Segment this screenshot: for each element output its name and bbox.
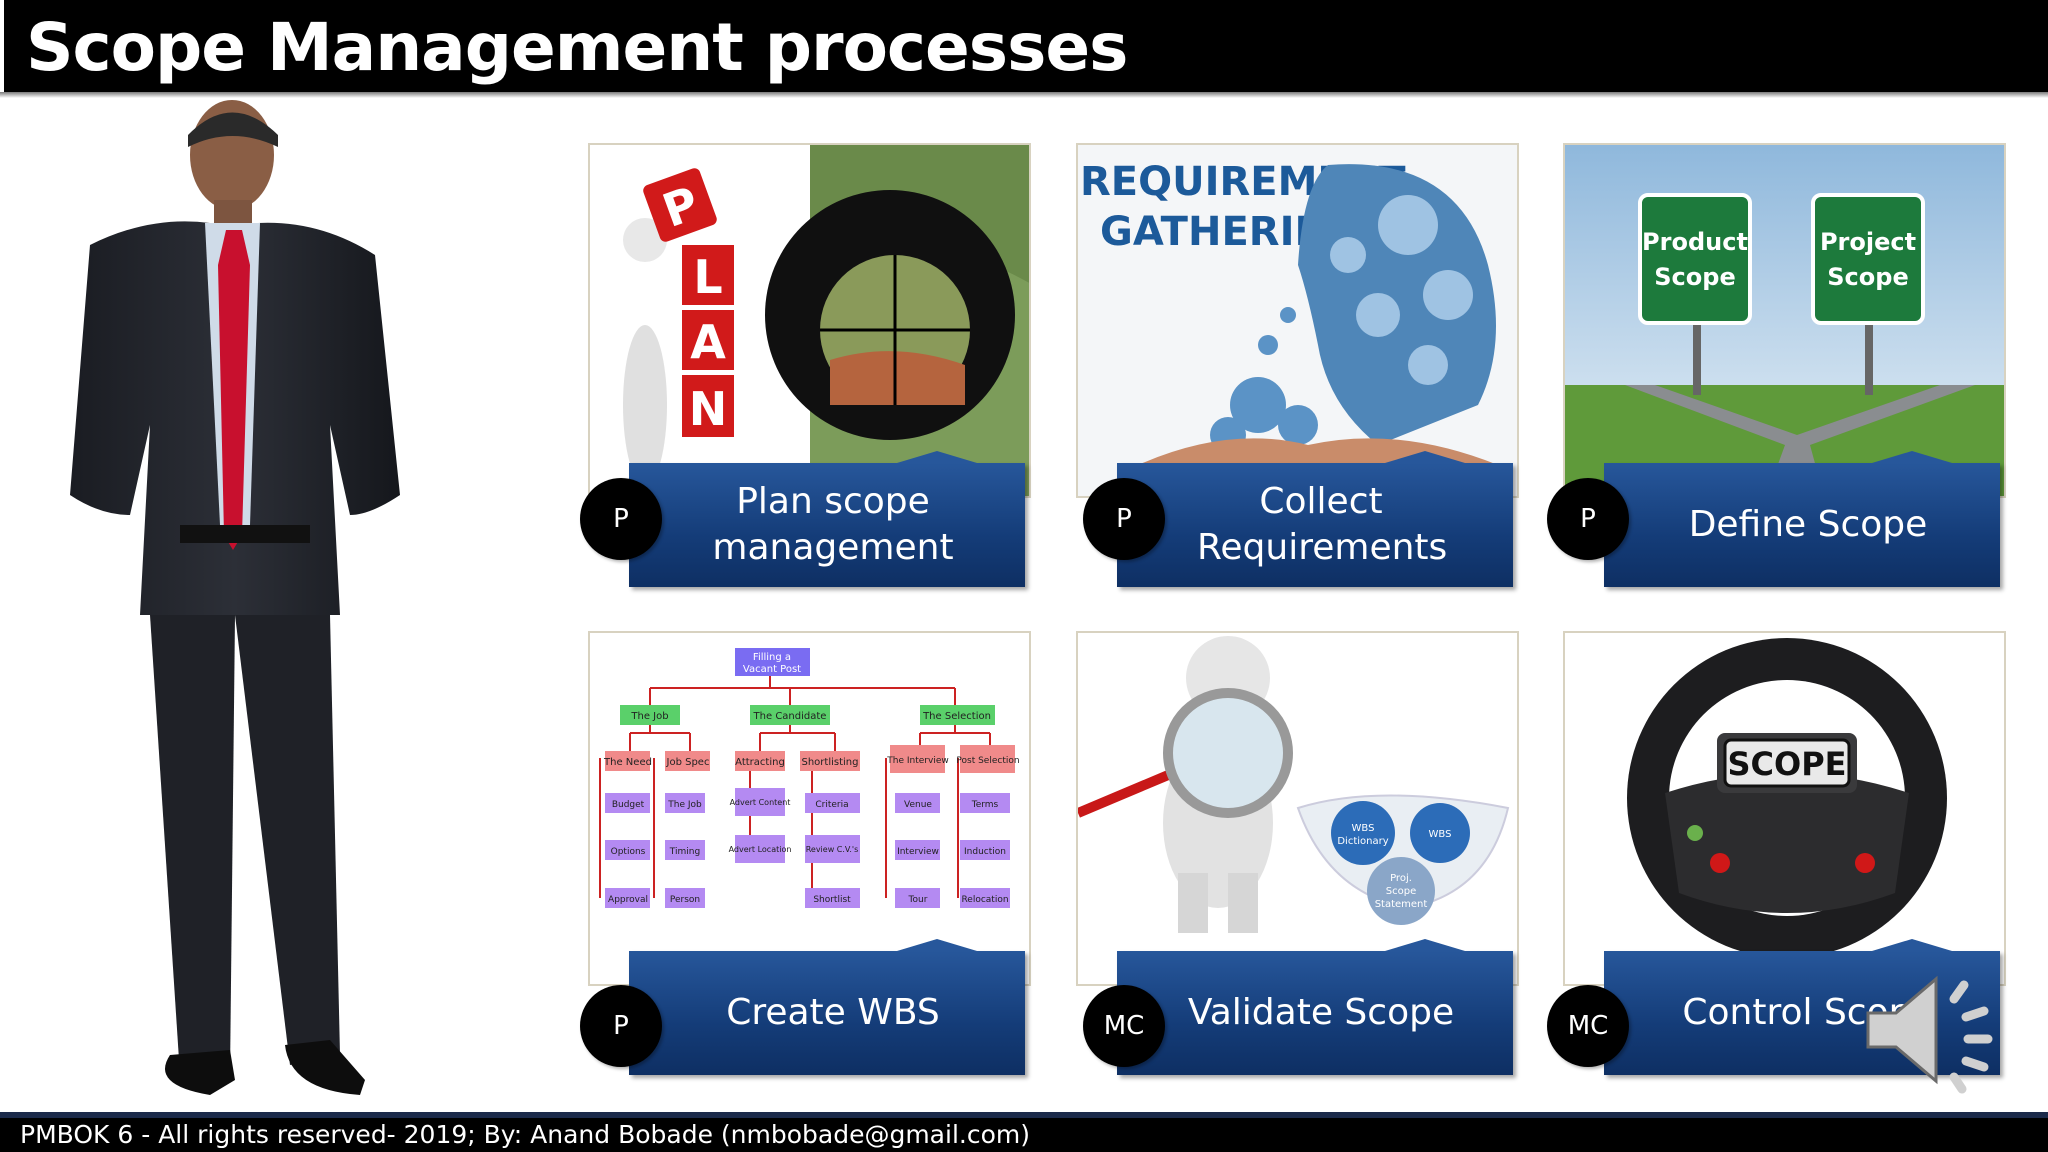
title-divider [0, 92, 2048, 98]
speaker-icon[interactable] [1858, 965, 1998, 1095]
wbs-l4-9: Advert Location [729, 845, 792, 854]
collect-requirements-label-box[interactable]: Collect Requirements [1117, 451, 1513, 587]
project-scope-line1: Project [1820, 228, 1916, 256]
wbs-l4-16: Tour [908, 895, 928, 905]
create-wbs-image: Filling a Vacant Post The Job The Candid… [588, 631, 1031, 986]
validate-bubble3-line2: Scope [1386, 886, 1416, 897]
wbs-l3-1: The Need [603, 757, 652, 768]
plan-scope-label: Plan scope management [712, 481, 954, 568]
wbs-l4-4: Criteria [815, 800, 848, 810]
control-scope-badge: MC [1547, 985, 1629, 1067]
define-scope-label-box[interactable]: Define Scope [1604, 451, 2000, 587]
validate-bubble3-line3: Statement [1375, 899, 1428, 910]
footer-bar: PMBOK 6 - All rights reserved- 2019; By:… [0, 1118, 2048, 1152]
collect-requirements-label: Collect Requirements [1197, 481, 1448, 568]
wbs-l2-1: The Job [630, 711, 668, 722]
wbs-l2-3: The Selection [922, 711, 991, 722]
plan-letter-l: L [693, 250, 722, 304]
wbs-l4-11: Interview [897, 847, 939, 857]
control-scope-image: SCOPE [1563, 631, 2006, 986]
footer-text: PMBOK 6 - All rights reserved- 2019; By:… [20, 1120, 1030, 1149]
plan-scope-label-box[interactable]: Plan scope management [629, 451, 1025, 587]
presenter-image [70, 100, 400, 1095]
wbs-l4-12: Induction [964, 847, 1006, 857]
wbs-l4-5: Venue [904, 800, 932, 810]
wbs-l4-17: Relocation [961, 895, 1008, 905]
wbs-root-line2: Vacant Post [743, 664, 801, 675]
wbs-l4-3: Advert Content [730, 798, 791, 807]
validate-scope-label: Validate Scope [1187, 992, 1455, 1033]
product-scope-line2: Scope [1654, 263, 1735, 291]
create-wbs-badge: P [580, 985, 662, 1067]
wbs-l4-15: Shortlist [813, 895, 851, 905]
wbs-l3-3: Attracting [735, 757, 785, 768]
validate-scope-label-box[interactable]: Validate Scope [1117, 939, 1513, 1075]
title-bar: Scope Management processes [0, 0, 2048, 92]
project-scope-line2: Scope [1827, 263, 1908, 291]
wbs-l3-2: Job Spec [666, 757, 710, 768]
control-wheel-text: SCOPE [1727, 745, 1846, 783]
wbs-l3-5: The Interview [886, 756, 948, 766]
validate-bubble1-line1: WBS [1352, 823, 1375, 834]
validate-scope-image: WBS Dictionary WBS Proj. Scope Statement [1076, 631, 1519, 986]
create-wbs-label-box[interactable]: Create WBS [629, 939, 1025, 1075]
validate-scope-badge: MC [1083, 985, 1165, 1067]
wbs-l2-2: The Candidate [753, 711, 827, 722]
wbs-l4-1: Budget [612, 800, 645, 810]
collect-requirements-badge: P [1083, 478, 1165, 560]
wbs-l4-13: Approval [608, 895, 648, 905]
wbs-l4-2: The Job [667, 800, 702, 810]
plan-letter-a: A [690, 315, 726, 369]
validate-bubble3-line1: Proj. [1390, 873, 1412, 884]
plan-scope-image: P L A N [588, 143, 1031, 498]
wbs-l4-14: Person [670, 895, 700, 905]
product-scope-line1: Product [1642, 228, 1748, 256]
wbs-l4-8: Timing [669, 847, 700, 857]
wbs-l3-4: Shortlisting [802, 757, 859, 768]
define-scope-image: Product Scope Project Scope [1563, 143, 2006, 498]
wbs-l3-6: Post Selection [956, 756, 1019, 766]
wbs-l4-7: Options [611, 847, 646, 857]
create-wbs-label: Create WBS [726, 992, 940, 1033]
wbs-root-line1: Filling a [753, 652, 791, 663]
collect-requirements-image: REQUIREMENT GATHERING [1076, 143, 1519, 498]
validate-bubble1-line2: Dictionary [1337, 836, 1388, 847]
plan-scope-badge: P [580, 478, 662, 560]
wbs-l4-10: Review C.V.'s [806, 845, 859, 854]
plan-letter-n: N [689, 382, 728, 436]
define-scope-label: Define Scope [1688, 504, 1928, 545]
wbs-l4-6: Terms [971, 800, 999, 810]
validate-bubble2: WBS [1429, 829, 1452, 840]
define-scope-badge: P [1547, 478, 1629, 560]
slide-title: Scope Management processes [26, 9, 1128, 86]
footer-divider [0, 1112, 2048, 1118]
